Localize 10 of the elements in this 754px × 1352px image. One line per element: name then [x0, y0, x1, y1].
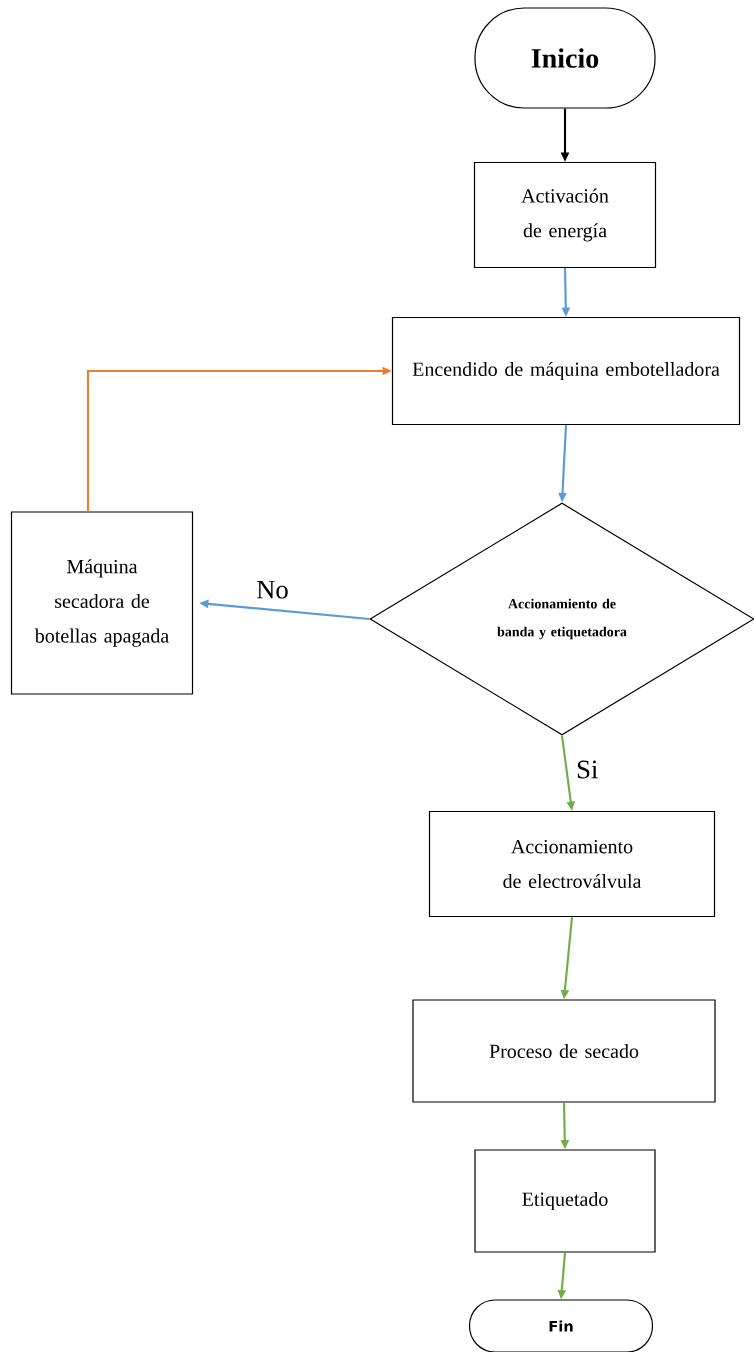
terminal-box: Fin: [468, 1299, 654, 1352]
edge-label: Si: [574, 759, 600, 780]
process-box: Máquina secadora de botellas apagada: [10, 511, 194, 695]
edge-label: No: [254, 579, 291, 600]
terminal-box: Inicio: [474, 7, 656, 109]
process-box: Encendido de máquina embotelladora: [391, 316, 741, 426]
process-box: Proceso de secado: [412, 999, 716, 1103]
process-box: Activación de energía: [473, 161, 657, 269]
process-box: Etiquetado: [474, 1149, 656, 1253]
process-box: Accionamiento de electroválvula: [428, 810, 716, 918]
